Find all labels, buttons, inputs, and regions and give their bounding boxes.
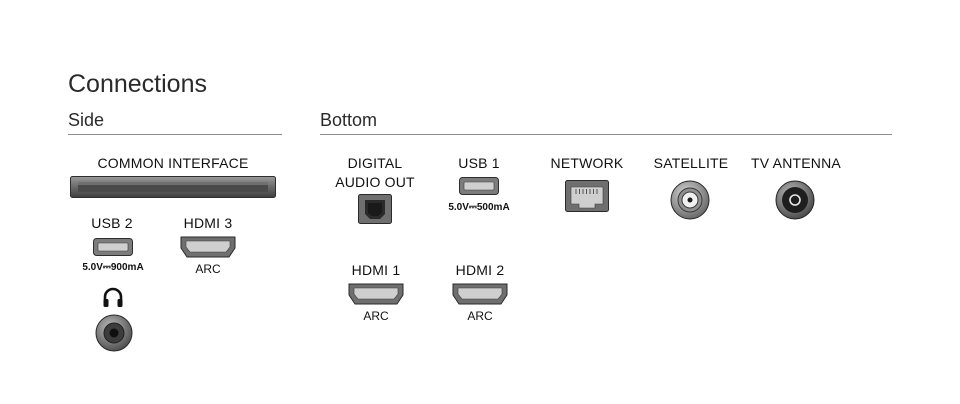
headphones-icon (101, 286, 125, 310)
hdmi3-label: HDMI 3 (183, 215, 233, 231)
digital-audio-label-line1: DIGITAL (347, 155, 403, 171)
ethernet-port-icon (565, 180, 609, 212)
usb2-port-icon (93, 238, 133, 256)
usb1-label: USB 1 (458, 155, 500, 171)
usb1-port-icon (459, 177, 499, 195)
page-title: Connections (68, 70, 207, 98)
hdmi2-label: HDMI 2 (455, 262, 505, 278)
hdmi2-arc-label: ARC (467, 309, 493, 323)
usb1-spec: 5.0V⎓500mA (448, 202, 510, 213)
bottom-rule (320, 134, 892, 135)
common-interface-slot-icon (70, 176, 276, 198)
hdmi3-port-icon (180, 236, 236, 258)
satellite-coax-port-icon (669, 179, 711, 221)
usb2-label: USB 2 (91, 215, 133, 231)
digital-audio-label-line2: AUDIO OUT (335, 174, 415, 190)
tv-antenna-coax-port-icon (774, 179, 816, 221)
bottom-heading: Bottom (320, 110, 378, 130)
common-interface-label: COMMON INTERFACE (97, 155, 249, 171)
network-label: NETWORK (550, 155, 624, 171)
side-rule (68, 134, 282, 135)
optical-port-icon (358, 194, 392, 224)
hdmi1-port-icon (348, 283, 404, 305)
side-heading: Side (68, 110, 105, 130)
tv-antenna-label: TV ANTENNA (751, 155, 841, 171)
headphone-jack-icon (94, 313, 134, 353)
hdmi1-arc-label: ARC (363, 309, 389, 323)
hdmi2-port-icon (452, 283, 508, 305)
hdmi1-label: HDMI 1 (351, 262, 401, 278)
usb2-spec: 5.0V⎓900mA (82, 262, 144, 273)
satellite-label: SATELLITE (653, 155, 729, 171)
hdmi3-arc-label: ARC (195, 262, 221, 276)
